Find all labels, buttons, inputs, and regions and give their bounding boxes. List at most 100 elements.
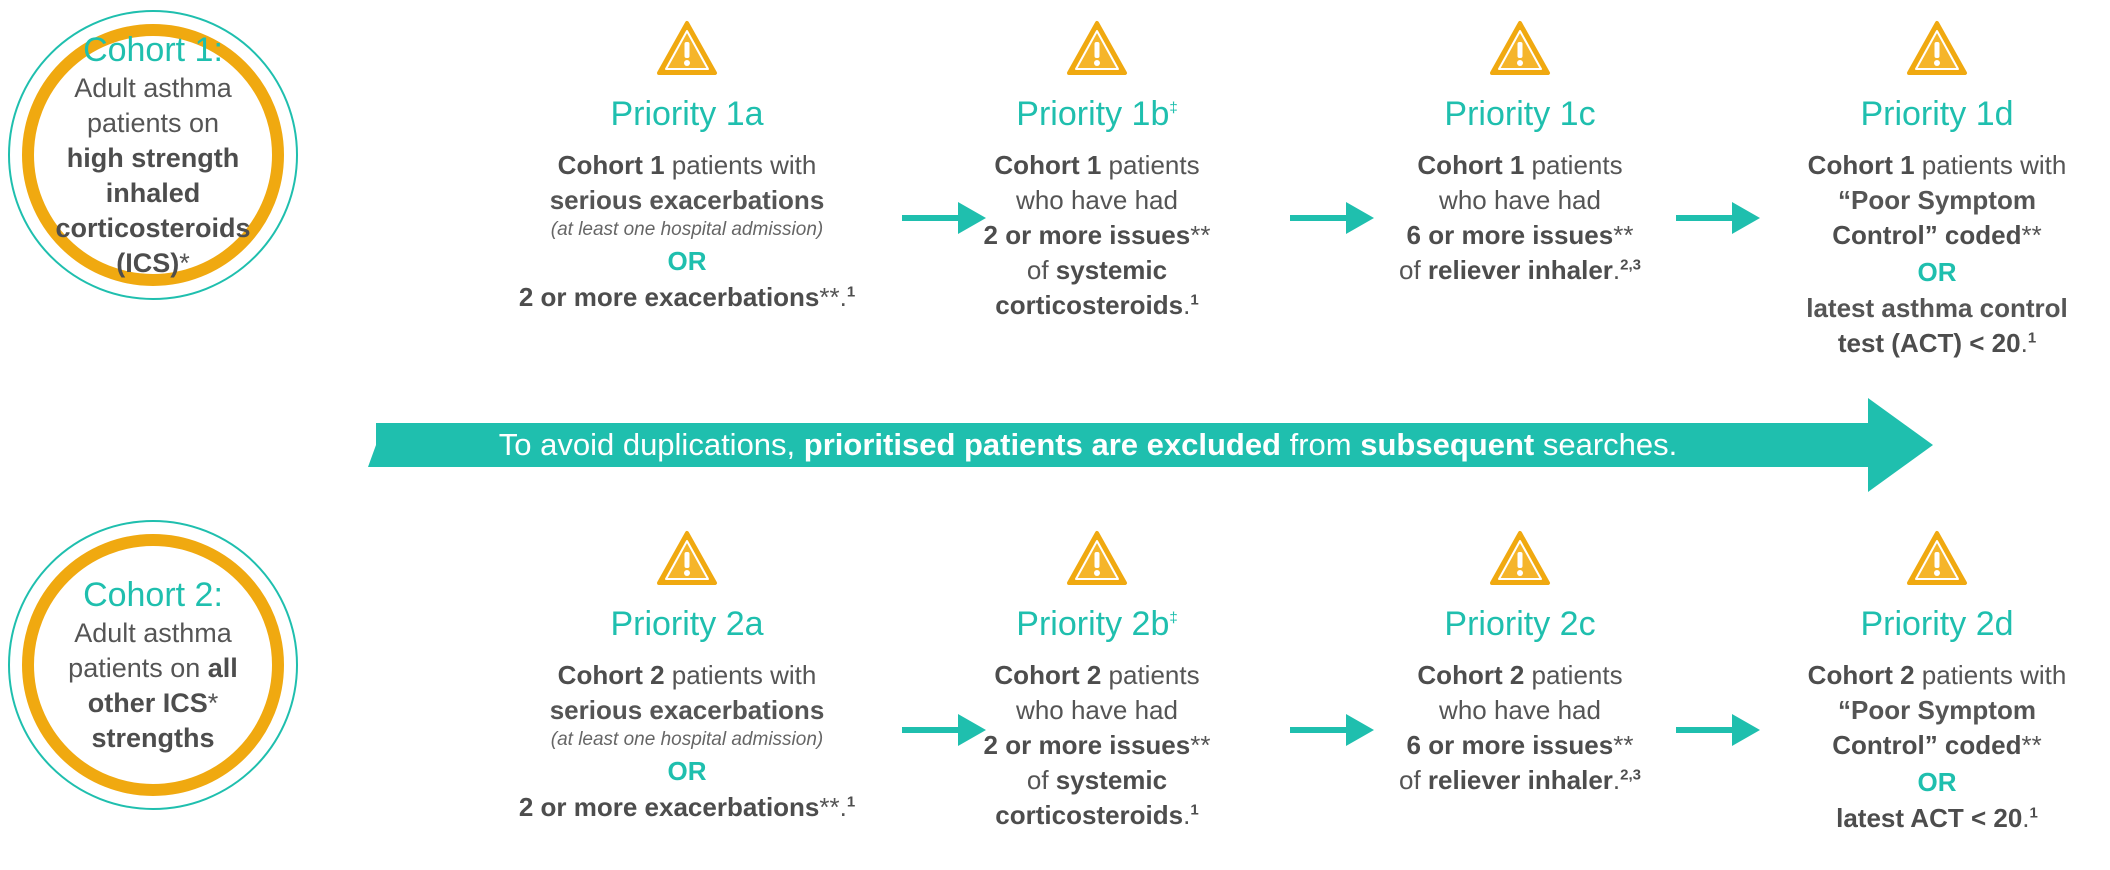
priority-line: Cohort 1 patients — [994, 148, 1199, 183]
priority-line: “Poor Symptom — [1838, 695, 2036, 725]
priority-title: Priority 2b‡ — [1016, 604, 1177, 644]
priority-line: Control” coded** — [1832, 218, 2041, 253]
footnote-ref: 1 — [1190, 801, 1199, 819]
priority-title: Priority 1a — [610, 95, 764, 133]
criteria-text: corticosteroids — [995, 800, 1184, 830]
cohort-1-asterisk: * — [179, 248, 190, 278]
cohort-ref: Cohort 2 — [1417, 660, 1525, 690]
priority-line: Cohort 2 patients with — [558, 658, 817, 693]
cohort-ref: Cohort 2 — [1807, 660, 1915, 690]
banner-emphasis: prioritised patients are excluded — [803, 427, 1281, 462]
cohort-1-line: inhaled — [105, 178, 201, 208]
criteria-text: reliever inhaler — [1427, 765, 1613, 795]
footnote-ref: 2,3 — [1620, 256, 1641, 274]
priority-line: Control” coded** — [1832, 728, 2041, 763]
cohort-2-all: all — [207, 653, 238, 683]
priority-1c: Priority 1c Cohort 1 patients who have h… — [1355, 20, 1685, 288]
cohort-2-line: Adult asthma — [74, 618, 232, 648]
line-text: patients with — [664, 660, 817, 690]
cohort-2-text: patients on — [68, 653, 208, 683]
priority-line: Cohort 1 patients with — [558, 148, 817, 183]
or-label: OR — [667, 246, 707, 276]
cohort-1-ring: Cohort 1: Adult asthma patients on high … — [22, 24, 284, 286]
priority-line: Cohort 2 patients — [1417, 658, 1622, 693]
cohort-ref: Cohort 2 — [994, 660, 1102, 690]
priority-line: 2 or more issues** — [984, 728, 1211, 763]
cohort-1-line: high strength — [66, 143, 240, 173]
line-text: of — [1398, 255, 1428, 285]
priority-line: test (ACT) < 20.1 — [1838, 326, 2036, 361]
footnote-ref: 1 — [1190, 291, 1199, 309]
criteria-text: Control” coded — [1832, 730, 2022, 760]
line-text: . — [2022, 803, 2030, 833]
priority-line: who have had — [1439, 695, 1601, 725]
or-label: OR — [1917, 257, 1957, 287]
line-text: patients — [1524, 150, 1623, 180]
line-text: . — [1612, 765, 1621, 795]
cohort-2-title: Cohort 2: — [83, 576, 223, 614]
footnote-ref: ‡ — [1169, 99, 1178, 117]
cohort-ref: Cohort 1 — [1807, 150, 1915, 180]
criteria-text: test (ACT) < 20 — [1837, 328, 2021, 358]
line-text: . — [1183, 290, 1191, 320]
warning-triangle-icon — [1489, 530, 1551, 586]
cohort-ref: Cohort 1 — [557, 150, 665, 180]
cohort-2-line: other ICS* — [88, 686, 219, 721]
right-arrow-icon — [1676, 712, 1760, 748]
priority-1d: Priority 1d Cohort 1 patients with “Poor… — [1772, 20, 2102, 361]
footnote-mark: ** — [2021, 220, 2042, 250]
priority-line: 2 or more issues** — [984, 218, 1211, 253]
priority-2d: Priority 2d Cohort 2 patients with “Poor… — [1772, 530, 2102, 836]
warning-triangle-icon — [1066, 530, 1128, 586]
line-text: patients — [1101, 660, 1200, 690]
footnote-mark: **. — [819, 792, 847, 822]
criteria-text: 2 or more exacerbations — [518, 282, 820, 312]
cohort-2-asterisk: * — [207, 688, 219, 718]
criteria-text: reliever inhaler — [1427, 255, 1613, 285]
line-text: . — [1612, 255, 1621, 285]
footnote-mark: ** — [1613, 220, 1634, 250]
cohort-1-title: Cohort 1: — [83, 31, 223, 69]
priority-line: serious exacerbations — [549, 695, 825, 725]
footnote-ref: 2,3 — [1620, 766, 1641, 784]
or-label: OR — [1917, 767, 1957, 797]
or-label: OR — [667, 756, 707, 786]
priority-line: latest ACT < 20.1 — [1836, 801, 2038, 836]
line-text: of — [1026, 765, 1056, 795]
warning-triangle-icon — [1489, 20, 1551, 76]
cohort-1-line: (ICS)* — [116, 246, 190, 281]
priority-line: “Poor Symptom — [1838, 185, 2036, 215]
priority-line: of reliever inhaler.2,3 — [1399, 253, 1641, 288]
cohort-2-badge: Cohort 2: Adult asthma patients on all o… — [8, 520, 298, 810]
warning-triangle-icon — [656, 530, 718, 586]
cohort-2-line: strengths — [91, 723, 215, 753]
right-arrow-icon — [1676, 200, 1760, 236]
cohort-1-line: corticosteroids — [55, 213, 251, 243]
priority-line: who have had — [1016, 695, 1178, 725]
criteria-text: 2 or more issues — [983, 220, 1191, 250]
cohort-1-line: Adult asthma — [74, 73, 232, 103]
line-text: . — [1183, 800, 1191, 830]
priority-line: 6 or more issues** — [1407, 218, 1634, 253]
priority-line: Cohort 2 patients — [994, 658, 1199, 693]
priority-2a: Priority 2a Cohort 2 patients with serio… — [519, 530, 855, 825]
cohort-2-other-ics: other ICS — [87, 688, 208, 718]
priority-1a: Priority 1a Cohort 1 patients with serio… — [519, 20, 855, 315]
cohort-1-badge: Cohort 1: Adult asthma patients on high … — [8, 10, 298, 300]
criteria-text: systemic — [1055, 255, 1168, 285]
line-text: patients with — [664, 150, 817, 180]
priority-2c: Priority 2c Cohort 2 patients who have h… — [1355, 530, 1685, 798]
cohort-2-line: patients on all — [68, 651, 238, 686]
priority-note: (at least one hospital admission) — [550, 729, 824, 750]
banner-text: To avoid duplications, — [498, 427, 796, 462]
footnote-ref: 1 — [2027, 329, 2037, 347]
title-text: Priority 1b — [1016, 95, 1170, 133]
priority-line: of reliever inhaler.2,3 — [1399, 763, 1641, 798]
priority-line: 2 or more exacerbations**.1 — [519, 280, 855, 315]
priority-line: of systemic — [1027, 253, 1167, 288]
criteria-text: corticosteroids — [995, 290, 1184, 320]
priority-line: Cohort 1 patients with — [1808, 148, 2067, 183]
cohort-ref: Cohort 2 — [557, 660, 665, 690]
priority-1b: Priority 1b‡ Cohort 1 patients who have … — [932, 20, 1262, 323]
criteria-text: latest ACT < 20 — [1836, 803, 2023, 833]
